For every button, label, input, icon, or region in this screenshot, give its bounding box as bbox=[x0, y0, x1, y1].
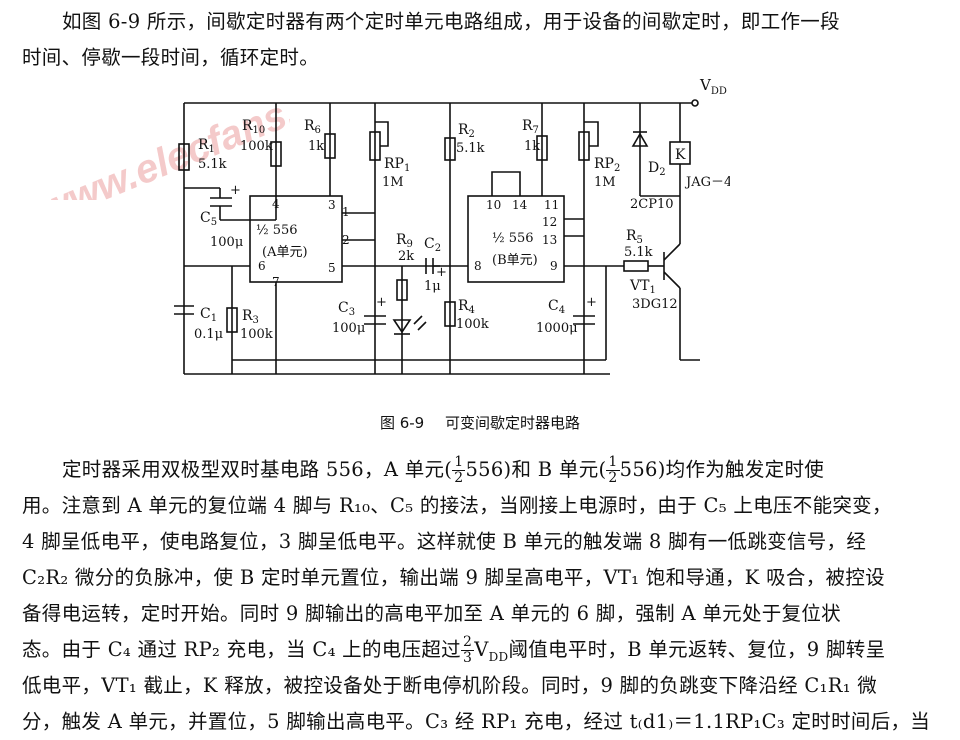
c5-value: 100μ bbox=[210, 235, 243, 250]
r2-resistor bbox=[444, 137, 456, 161]
pin-3: 3 bbox=[328, 198, 336, 212]
c2-value: 1μ bbox=[424, 279, 441, 294]
r7-resistor bbox=[536, 135, 548, 161]
body-line-6b: V bbox=[474, 638, 489, 661]
r4-label: R4 bbox=[458, 298, 475, 316]
body-line-1c: 556)均作为触发定时使 bbox=[619, 458, 825, 481]
rp1-value: 1M bbox=[382, 175, 404, 190]
intro-line-2: 时间、停歇一段时间，循环定时。 bbox=[22, 46, 320, 69]
chip-b bbox=[467, 195, 565, 283]
pin-9: 9 bbox=[550, 259, 558, 273]
rp1-label: RP1 bbox=[384, 156, 410, 174]
circuit-diagram: VDD R1 5.1k + C5 100μ R10 100k 4 ½ 556 (… bbox=[174, 76, 730, 375]
pin-12: 12 bbox=[542, 215, 557, 229]
r7-value: 1k bbox=[524, 139, 540, 154]
d2-diode bbox=[631, 132, 649, 147]
r3-resistor bbox=[226, 307, 238, 333]
vt1-type: 3DG12 bbox=[632, 297, 678, 312]
r5-resistor bbox=[623, 260, 649, 272]
r2-label: R2 bbox=[458, 122, 475, 140]
r7-label: R7 bbox=[522, 118, 539, 136]
c4-plus: + bbox=[586, 295, 597, 310]
c2-label: C2 bbox=[424, 236, 441, 254]
r10-label: R10 bbox=[242, 118, 265, 136]
c1-label: C1 bbox=[200, 306, 217, 324]
r1-value: 5.1k bbox=[198, 157, 227, 172]
caption-number: 图 6-9 bbox=[379, 414, 425, 432]
c3-value: 100μ bbox=[332, 321, 365, 336]
body-line-7: 低电平，VT₁ 截止，K 释放，被控设备处于断电停机阶段。同时，9 脚的负跳变下… bbox=[22, 674, 878, 697]
diode-type: 2CP10 bbox=[630, 197, 674, 212]
body-line-2: 用。注意到 A 单元的复位端 4 脚与 R₁₀、C₅ 的接法，当刚接上电源时，由… bbox=[22, 494, 892, 517]
r3-value: 100k bbox=[240, 327, 273, 342]
led-symbol bbox=[392, 319, 412, 334]
r9-value: 2k bbox=[398, 249, 414, 264]
r6-label: R6 bbox=[304, 118, 321, 136]
rp2-value: 1M bbox=[594, 175, 616, 190]
r6-resistor bbox=[324, 133, 336, 159]
body-line-5: 备得电运转，定时开始。同时 9 脚输出的高电平加至 A 单元的 6 脚，强制 A… bbox=[22, 602, 841, 625]
pin-10: 10 bbox=[486, 198, 501, 212]
c4-label: C4 bbox=[548, 298, 565, 316]
c1-value: 0.1μ bbox=[194, 327, 223, 342]
r5-label: R5 bbox=[626, 228, 643, 246]
r9-resistor bbox=[396, 279, 408, 301]
r4-value: 100k bbox=[456, 317, 489, 332]
pin-14: 14 bbox=[512, 198, 528, 212]
relay-k-label: K bbox=[675, 147, 686, 163]
body-line-1b: 556)和 B 单元( bbox=[465, 458, 607, 481]
pin-13: 13 bbox=[542, 233, 557, 247]
c5-label: C5 bbox=[200, 210, 217, 228]
body-line-8: 分，触发 A 单元，并置位，5 脚输出高电平。C₃ 经 RP₁ 充电，经过 t₍… bbox=[22, 710, 931, 733]
pin-8: 8 bbox=[474, 259, 482, 273]
pin-4: 4 bbox=[272, 197, 280, 211]
relay-type: JAG－4 bbox=[684, 175, 730, 190]
body-line-6c: 阈值电平时，B 单元返转、复位，9 脚转呈 bbox=[508, 638, 886, 661]
vt1-label: VT1 bbox=[629, 278, 656, 296]
rp2-label: RP2 bbox=[594, 156, 620, 174]
r5-value: 5.1k bbox=[624, 245, 653, 260]
watermark: www.elecfans.com bbox=[32, 60, 290, 200]
r9-label: R9 bbox=[396, 232, 413, 250]
pin-6: 6 bbox=[258, 259, 266, 273]
c5-plus: + bbox=[230, 183, 241, 198]
body-line-3: 4 脚呈低电平，使电路复位，3 脚呈低电平。这样就使 B 单元的触发端 8 脚有… bbox=[22, 530, 867, 553]
vdd-label: VDD bbox=[699, 76, 727, 97]
pin-11: 11 bbox=[544, 198, 559, 212]
intro-paragraph: 如图 6-9 所示，间歇定时器有两个定时单元电路组成，用于设备的间歇定时，即工作… bbox=[22, 4, 940, 76]
intro-line-1: 如图 6-9 所示，间歇定时器有两个定时单元电路组成，用于设备的间歇定时，即工作… bbox=[62, 10, 840, 33]
r1-label: R1 bbox=[198, 137, 215, 155]
body-line-1a: 定时器采用双极型双时基电路 556，A 单元( bbox=[62, 458, 453, 481]
chip-b-name: (B单元) bbox=[492, 253, 538, 268]
r10-resistor bbox=[270, 141, 282, 167]
r4-resistor bbox=[444, 301, 456, 327]
chip-b-half: ½ 556 bbox=[492, 231, 534, 246]
r2-value: 5.1k bbox=[456, 141, 485, 156]
c2-plus: + bbox=[436, 265, 447, 280]
body-line-6a: 态。由于 C₄ 通过 RP₂ 充电，当 C₄ 上的电压超过 bbox=[22, 638, 461, 661]
chip-a bbox=[249, 195, 343, 283]
pin-5: 5 bbox=[328, 261, 336, 275]
chip-a-half: ½ 556 bbox=[256, 223, 298, 238]
pin-1: 1 bbox=[342, 205, 350, 219]
r6-value: 1k bbox=[308, 139, 324, 154]
vdd-subscript: DD bbox=[488, 649, 509, 664]
figure-caption: 图 6-9 可变间歇定时器电路 bbox=[0, 412, 960, 433]
c3-label: C3 bbox=[338, 300, 355, 318]
c3-plus: + bbox=[376, 295, 387, 310]
r1-resistor bbox=[178, 143, 190, 171]
r3-label: R3 bbox=[242, 308, 259, 326]
r10-value: 100k bbox=[240, 139, 273, 154]
d2-label: D2 bbox=[648, 160, 666, 178]
chip-a-name: (A单元) bbox=[262, 245, 308, 260]
caption-title: 可变间歇定时器电路 bbox=[445, 414, 581, 432]
body-line-4: C₂R₂ 微分的负脉冲，使 B 定时单元置位，输出端 9 脚呈高电平，VT₁ 饱… bbox=[22, 566, 885, 589]
c4-value: 1000μ bbox=[536, 321, 578, 336]
